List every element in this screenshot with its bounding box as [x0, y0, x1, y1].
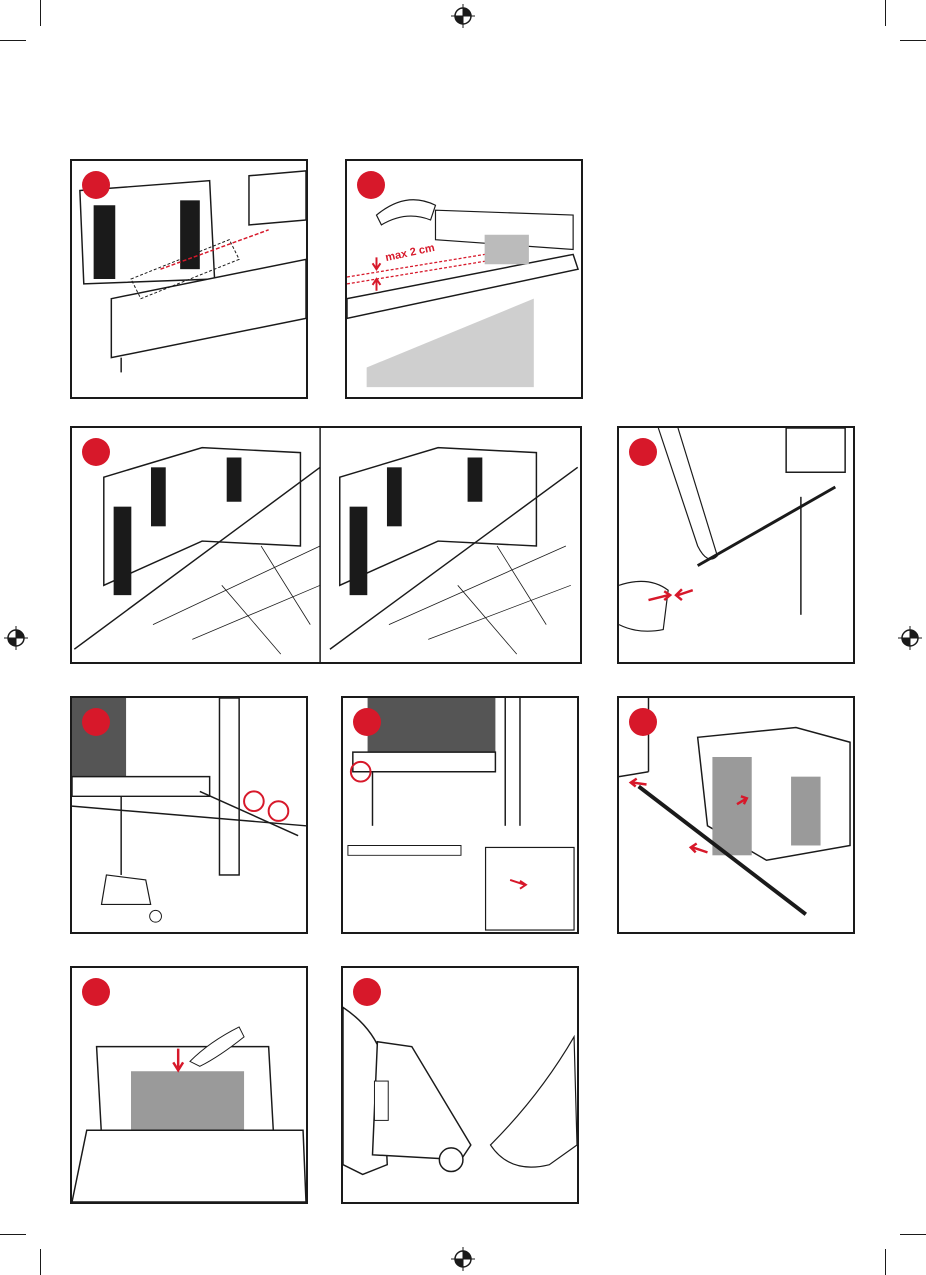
crop-mark-bottom-right-v [885, 1249, 886, 1275]
wheel-lock-illustration [343, 968, 577, 1202]
illustration-panel-press-side [70, 966, 308, 1204]
step-badge-icon [357, 171, 385, 199]
strap-hook-illustration [343, 698, 577, 932]
strap-under-bed-illustration [72, 698, 306, 932]
crop-mark-top-right-h [900, 40, 926, 41]
registration-mark-icon [898, 626, 922, 650]
strap-buckle-illustration [619, 428, 853, 662]
illustration-panel-wheel-lock [341, 966, 579, 1204]
registration-mark-icon [451, 1247, 475, 1271]
cot-beside-bed-illustration [72, 161, 306, 397]
press-side-illustration [72, 968, 306, 1202]
step-badge-icon [353, 708, 381, 736]
crop-mark-bottom-right-h [900, 1234, 926, 1235]
illustration-panel-tighten-strap [617, 696, 855, 934]
crop-mark-bottom-left-h [0, 1234, 26, 1235]
illustration-panel-buckle-strap [617, 426, 855, 664]
tighten-strap-illustration [619, 698, 853, 932]
registration-mark-icon [451, 4, 475, 28]
crop-mark-top-left-v [40, 0, 41, 26]
illustration-panel-attach-to-bed [70, 159, 308, 399]
cot-floor-positions-illustration [72, 428, 580, 662]
step-badge-icon [82, 978, 110, 1006]
illustration-panel-gap-check: max 2 cm [345, 159, 583, 399]
step-badge-icon [82, 708, 110, 736]
step-badge-icon [629, 438, 657, 466]
crop-mark-top-left-h [0, 40, 26, 41]
registration-mark-icon [4, 626, 28, 650]
step-badge-icon [353, 978, 381, 1006]
illustration-panel-cot-positions [70, 426, 582, 664]
crop-mark-bottom-left-v [40, 1249, 41, 1275]
step-badge-icon [82, 438, 110, 466]
crop-mark-top-right-v [885, 0, 886, 26]
step-badge-icon [629, 708, 657, 736]
step-badge-icon [82, 171, 110, 199]
mattress-gap-illustration [347, 161, 581, 397]
illustration-panel-strap-under-bed [70, 696, 308, 934]
illustration-panel-strap-hook [341, 696, 579, 934]
